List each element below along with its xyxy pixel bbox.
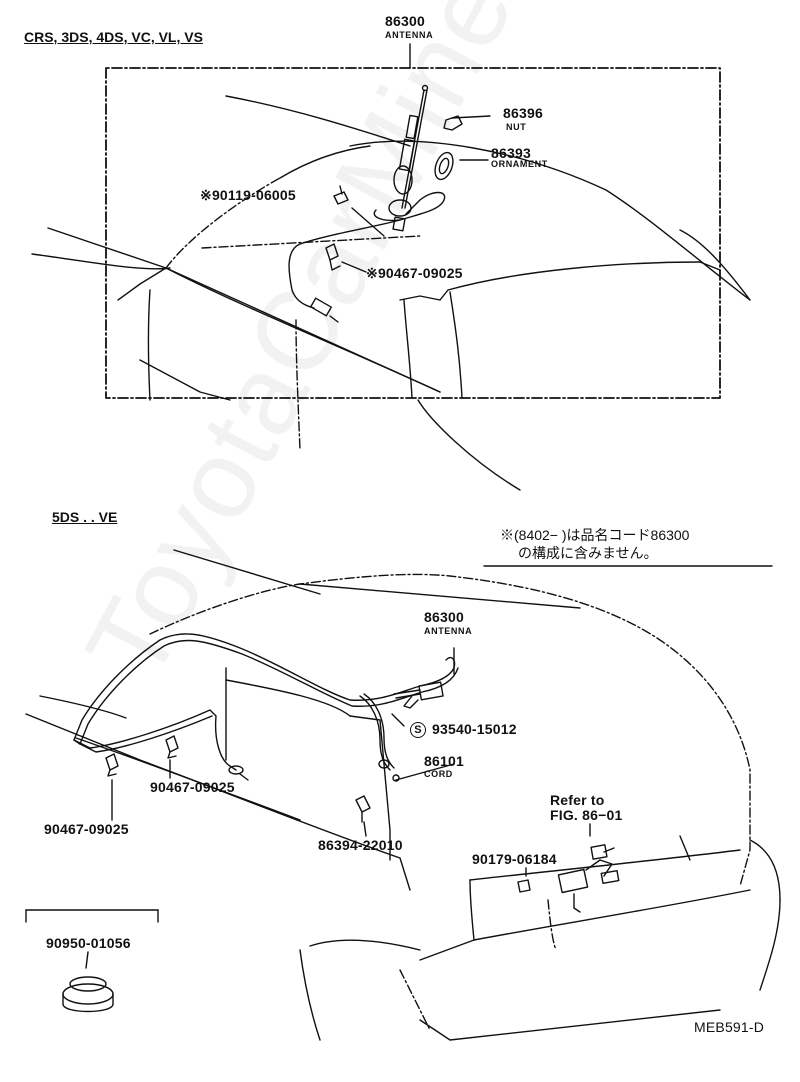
note-line-1: ※(8402− )は品名コード86300 (500, 527, 690, 543)
top-ornament-name: ORNAMENT (491, 159, 548, 169)
plug-bracket (25, 909, 159, 969)
top-clamp-number: 90467-09025 (377, 265, 463, 281)
connector-bracket (557, 844, 620, 913)
top-bolt-mark: ※ (200, 187, 212, 203)
bottom-cord-number: 86101 (424, 753, 464, 769)
note-line-2: の構成に含みません。 (518, 545, 658, 561)
top-bolt-number: 90119-06005 (211, 187, 296, 203)
top-nut-number: 86396 (503, 105, 543, 121)
plug-90950-shape (62, 976, 114, 1013)
top-ornament-number: 86393 (491, 145, 531, 161)
leaders-top (341, 115, 491, 273)
top-clamp-mark: ※ (366, 265, 378, 281)
header-bottom-models: 5DS . . VE (52, 509, 118, 525)
clamp-90467-top (325, 243, 341, 271)
refer-line-1: Refer to (550, 792, 605, 808)
bottom-cord-name: CORD (424, 769, 453, 779)
bottom-clamp-b-number: 90467-09025 (44, 821, 129, 837)
bottom-screw-number: 93540-15012 (432, 721, 517, 737)
top-nut-name: NUT (506, 122, 527, 132)
bottom-nut-number: 90179-06184 (472, 851, 557, 867)
top-frame (105, 67, 721, 399)
bottom-plug-number: 90950-01056 (46, 935, 131, 951)
antenna-cable-top (288, 191, 446, 323)
refer-line-2: FIG. 86−01 (550, 807, 623, 823)
bottom-screw-label: S 93540-15012 (410, 721, 517, 739)
antenna-unit-bottom (393, 681, 444, 709)
header-top-models: CRS, 3DS, 4DS, VC, VL, VS (24, 29, 203, 45)
cord-86101-shape (359, 693, 400, 782)
bottom-body-lines (25, 549, 781, 1041)
top-antenna-name: ANTENNA (385, 30, 434, 40)
diagram-code: MEB591-D (694, 1019, 765, 1035)
top-bolt-label: ※90119-06005 (200, 188, 296, 202)
top-clamp-label: ※90467-09025 (366, 266, 463, 280)
screw-s-mark: S (410, 722, 426, 739)
top-body-lines (31, 95, 751, 491)
bottom-antenna-number: 86300 (424, 609, 464, 625)
antenna-mast-top (388, 84, 429, 232)
bottom-cord-part-number: 86394-22010 (318, 837, 403, 853)
leader-screw (391, 713, 405, 727)
bottom-antenna-name: ANTENNA (424, 626, 473, 636)
leaders-bottom (111, 647, 591, 877)
nut-86396-shape (443, 115, 463, 131)
nut-90179-shape (517, 879, 531, 893)
bolt-90119-shape (333, 185, 349, 205)
bottom-clamp-a-number: 90467-09025 (150, 779, 235, 795)
clamps-bottom (105, 735, 371, 823)
ornament-86393-shape (434, 151, 454, 181)
top-antenna-number: 86300 (385, 13, 425, 29)
